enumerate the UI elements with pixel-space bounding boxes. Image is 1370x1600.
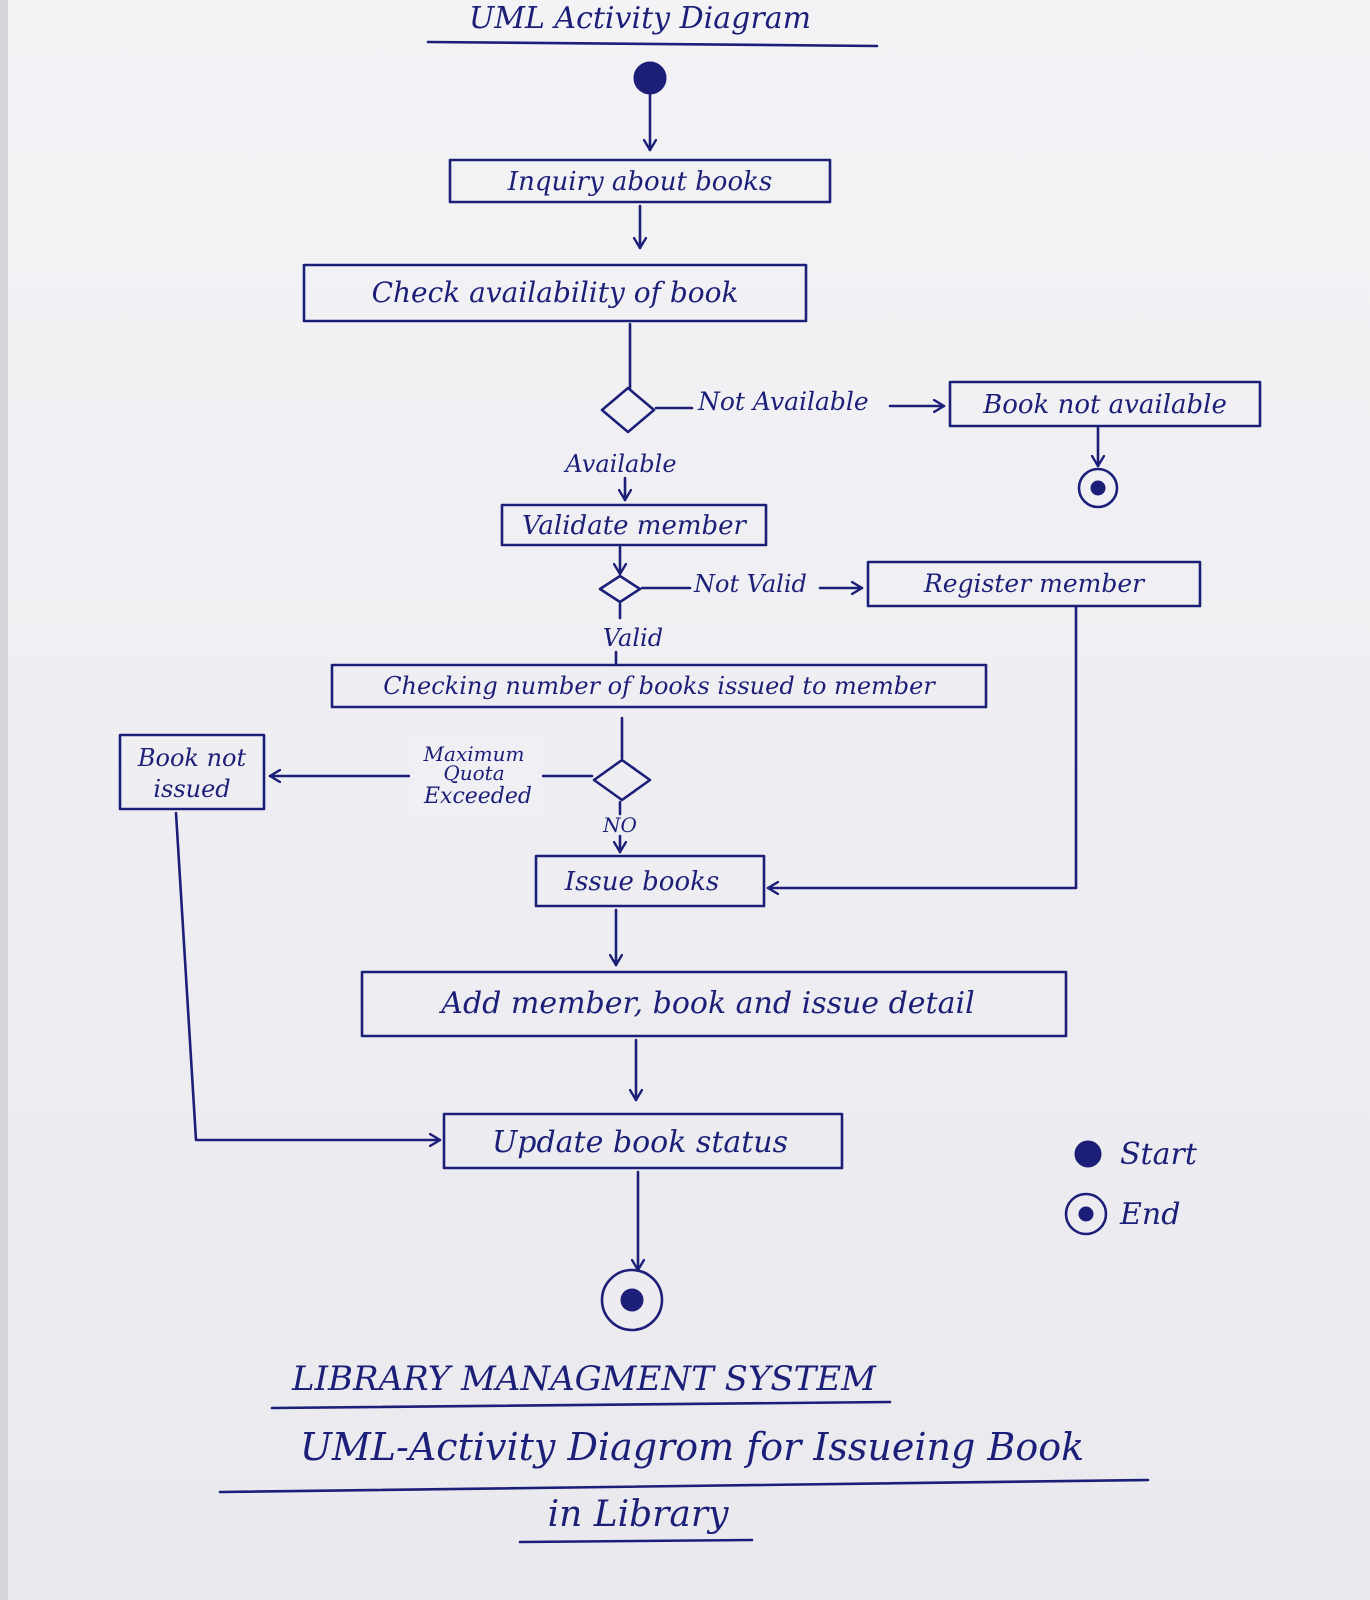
end-ring [1077, 467, 1119, 509]
end-dot [1090, 480, 1106, 496]
activity-label: Add member, book and issue detail [438, 986, 974, 1021]
footer-line1-underline [270, 1400, 892, 1410]
activity-label: Inquiry about books [507, 167, 772, 197]
guard-valid: Valid [603, 624, 663, 652]
legend-end-label: End [1119, 1197, 1180, 1232]
activity-inquiry: Inquiry about books [448, 158, 832, 204]
activity-register-member: Register member [866, 560, 1202, 608]
guard-not-valid: Not Valid [693, 570, 807, 598]
end-node-1 [1077, 467, 1119, 509]
guard-not-available: Not Available [697, 387, 869, 416]
activity-label-line2: issued [153, 775, 230, 803]
activity-validate-member: Validate member [500, 503, 768, 547]
footer-line2-underline [218, 1478, 1150, 1494]
activity-box [948, 380, 1262, 428]
activity-issue-books: Issue books [534, 854, 766, 908]
footer-line1: LIBRARY MANAGMENT SYSTEM [291, 1359, 877, 1399]
activity-label: Validate member [522, 511, 747, 541]
activity-box [302, 263, 808, 323]
activity-checking-number: Checking number of books issued to membe… [330, 663, 988, 709]
paper-edge [0, 0, 8, 1600]
footer-line2: UML-Activity Diagrom for Issueing Book [300, 1425, 1084, 1469]
footer-line3: in Library [548, 1494, 729, 1535]
activity-label: Update book status [492, 1125, 788, 1160]
activity-book-not-issued: Book not issued [118, 733, 266, 811]
activity-box [442, 1112, 844, 1170]
guard-quota-line2: Quota [443, 761, 504, 785]
end-dot [620, 1288, 644, 1312]
title-underline [426, 40, 879, 48]
guard-quota-line1: Maximum [423, 742, 525, 766]
activity-label: Register member [923, 569, 1146, 598]
start-node [633, 61, 667, 95]
decision-quota [592, 758, 652, 802]
activity-box [330, 663, 988, 709]
guard-available: Available [563, 450, 676, 478]
legend-start-symbol [1074, 1140, 1102, 1168]
activity-box [500, 503, 768, 547]
end-node-2 [600, 1268, 664, 1332]
activity-add-details: Add member, book and issue detail [360, 970, 1068, 1038]
activity-label: Check availability of book [372, 276, 739, 309]
legend-end-ring [1064, 1192, 1108, 1236]
legend-start-label: Start [1120, 1137, 1198, 1172]
flow-not-issued-to-update [174, 811, 442, 1140]
activity-box [360, 970, 1068, 1038]
footer-line3-underline [518, 1538, 754, 1544]
end-ring [600, 1268, 664, 1332]
activity-box [866, 560, 1202, 608]
activity-box [118, 733, 266, 811]
flow-register-to-issue [766, 604, 1078, 888]
activity-box [534, 854, 766, 908]
decision-availability [600, 386, 656, 434]
activity-label: Issue books [564, 867, 719, 897]
activity-label-line1: Book not [137, 744, 247, 772]
activity-box [448, 158, 832, 204]
guard-background [410, 740, 542, 816]
paper-sheet [8, 0, 1370, 1600]
activity-book-not-available: Book not available [948, 380, 1262, 428]
decision-validity [598, 574, 642, 604]
legend-end-dot [1078, 1206, 1094, 1222]
guard-no: NO [602, 813, 637, 837]
legend: Start End [1064, 1137, 1198, 1236]
diagram-title: UML Activity Diagram [469, 1, 811, 36]
guard-quota-line3: Exceeded [423, 784, 532, 809]
activity-label: Book not available [982, 390, 1227, 420]
activity-check-availability: Check availability of book [302, 263, 808, 323]
activity-label: Checking number of books issued to membe… [383, 672, 936, 700]
activity-update-status: Update book status [442, 1112, 844, 1170]
